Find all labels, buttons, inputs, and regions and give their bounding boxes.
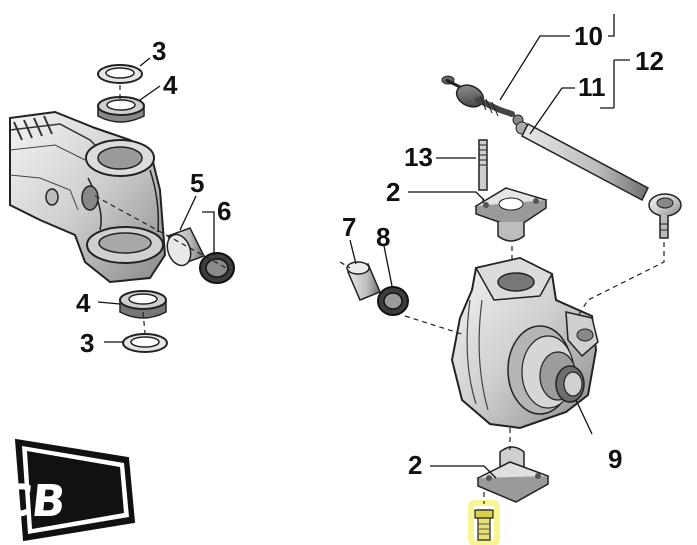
bush-5 — [166, 227, 206, 267]
kingpin-cap-top — [474, 187, 548, 242]
track-rod-inner-joint — [441, 75, 529, 135]
callout-3-bottom: 3 — [80, 328, 94, 358]
jcb-logo-text: JCB — [0, 476, 68, 527]
callout-8: 8 — [376, 222, 390, 252]
callout-6: 6 — [217, 196, 231, 226]
callout-2-bottom: 2 — [408, 450, 422, 480]
kingpin-cap-bottom — [476, 446, 550, 503]
track-rod-end — [648, 193, 682, 239]
bearing-top — [97, 96, 145, 123]
seal-8 — [377, 286, 409, 316]
callout-12: 12 — [635, 46, 664, 76]
callout-7: 7 — [342, 212, 356, 242]
track-rod-tube — [521, 122, 649, 202]
callout-3-top: 3 — [152, 36, 166, 66]
right-dashed-lines — [339, 198, 665, 504]
callout-10: 10 — [574, 21, 603, 51]
stud-13 — [478, 139, 488, 191]
seal-bottom — [122, 333, 168, 353]
callout-13: 13 — [404, 142, 433, 172]
bush-7 — [346, 261, 381, 301]
seal-6 — [199, 252, 235, 284]
callout-2-top: 2 — [386, 177, 400, 207]
jcb-logo: JCB — [0, 438, 136, 542]
bearing-bottom — [119, 290, 167, 319]
leader-lines — [97, 14, 630, 479]
callout-5: 5 — [190, 168, 204, 198]
callout-4-top: 4 — [163, 70, 178, 100]
highlighted-bolt[interactable] — [468, 500, 500, 545]
seal-top — [97, 64, 143, 84]
hub-carrier — [450, 256, 599, 430]
callout-11: 11 — [578, 72, 606, 102]
axle-beam — [9, 110, 167, 284]
callout-9: 9 — [608, 444, 622, 474]
left-axis-dashed-line — [94, 85, 231, 334]
callout-4-bottom: 4 — [76, 288, 91, 318]
callout-labels: 3 4 5 6 4 3 10 11 12 13 2 7 8 9 2 — [76, 21, 664, 480]
